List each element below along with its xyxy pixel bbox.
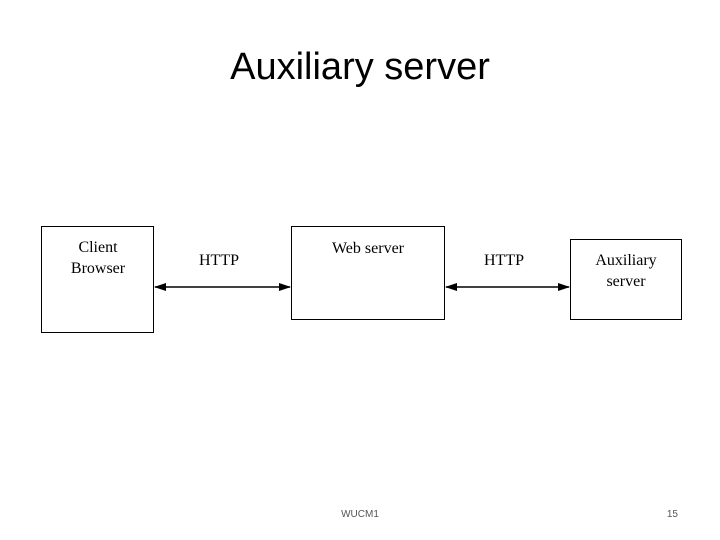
slide-title: Auxiliary server <box>230 46 490 88</box>
client-browser-label-line1: Client <box>78 239 118 256</box>
auxiliary-server-box <box>570 239 682 320</box>
auxiliary-server-label-line1: Auxiliary <box>595 252 657 269</box>
client-browser-label-line2: Browser <box>70 260 126 277</box>
web-server-box <box>291 226 445 320</box>
http-label-client-web: HTTP <box>199 252 239 269</box>
web-server-label: Web server <box>331 240 404 257</box>
page-number: 15 <box>666 509 678 520</box>
auxiliary-server-label-line2: server <box>606 273 646 290</box>
http-label-web-aux: HTTP <box>484 252 524 269</box>
footer-text: WUCM1 <box>341 509 379 520</box>
client-browser-box <box>41 226 154 333</box>
